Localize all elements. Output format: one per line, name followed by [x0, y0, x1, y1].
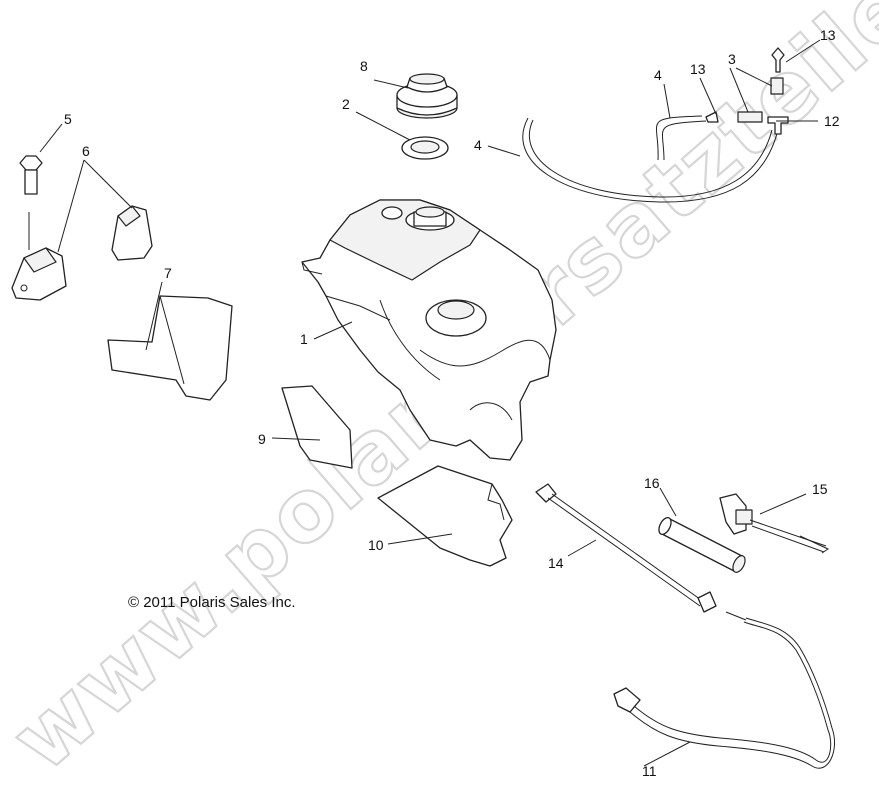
fuel-line [535, 483, 717, 613]
callout-10: 10 [368, 537, 384, 553]
cap-gasket [401, 136, 449, 160]
callout-11: 11 [642, 763, 657, 779]
callout-9: 9 [258, 431, 266, 447]
callout-14: 14 [548, 555, 564, 571]
tank-brackets [11, 205, 153, 301]
callout-7: 7 [164, 265, 172, 281]
callout-2: 2 [342, 96, 350, 112]
callout-15: 15 [812, 481, 828, 497]
callout-13b: 13 [690, 61, 706, 77]
callout-4b: 4 [474, 137, 482, 153]
fuel-pump-harness [613, 611, 836, 769]
leader-lines [39, 39, 821, 767]
fuel-tank [301, 199, 557, 461]
callout-12: 12 [824, 113, 840, 129]
vent-hose [522, 115, 779, 203]
hose-sleeve [658, 517, 746, 573]
heat-shield-pad [377, 465, 513, 567]
hose-clip [719, 493, 830, 554]
tank-pad-small [281, 385, 353, 469]
callout-16: 16 [644, 475, 660, 491]
callout-4a: 4 [654, 67, 662, 83]
fuel-cap [396, 73, 458, 119]
bolt [19, 155, 43, 250]
foam-strip [107, 295, 233, 401]
callout-1: 1 [300, 331, 308, 347]
callout-5: 5 [64, 111, 72, 127]
callout-13a: 13 [820, 27, 836, 43]
callout-labels: 1 2 3 4 4 5 6 7 8 9 10 11 12 13 13 14 15… [64, 27, 840, 779]
callout-6: 6 [82, 143, 90, 159]
callout-3: 3 [728, 51, 736, 67]
copyright-notice: © 2011 Polaris Sales Inc. [128, 594, 296, 611]
callout-8: 8 [360, 58, 368, 74]
